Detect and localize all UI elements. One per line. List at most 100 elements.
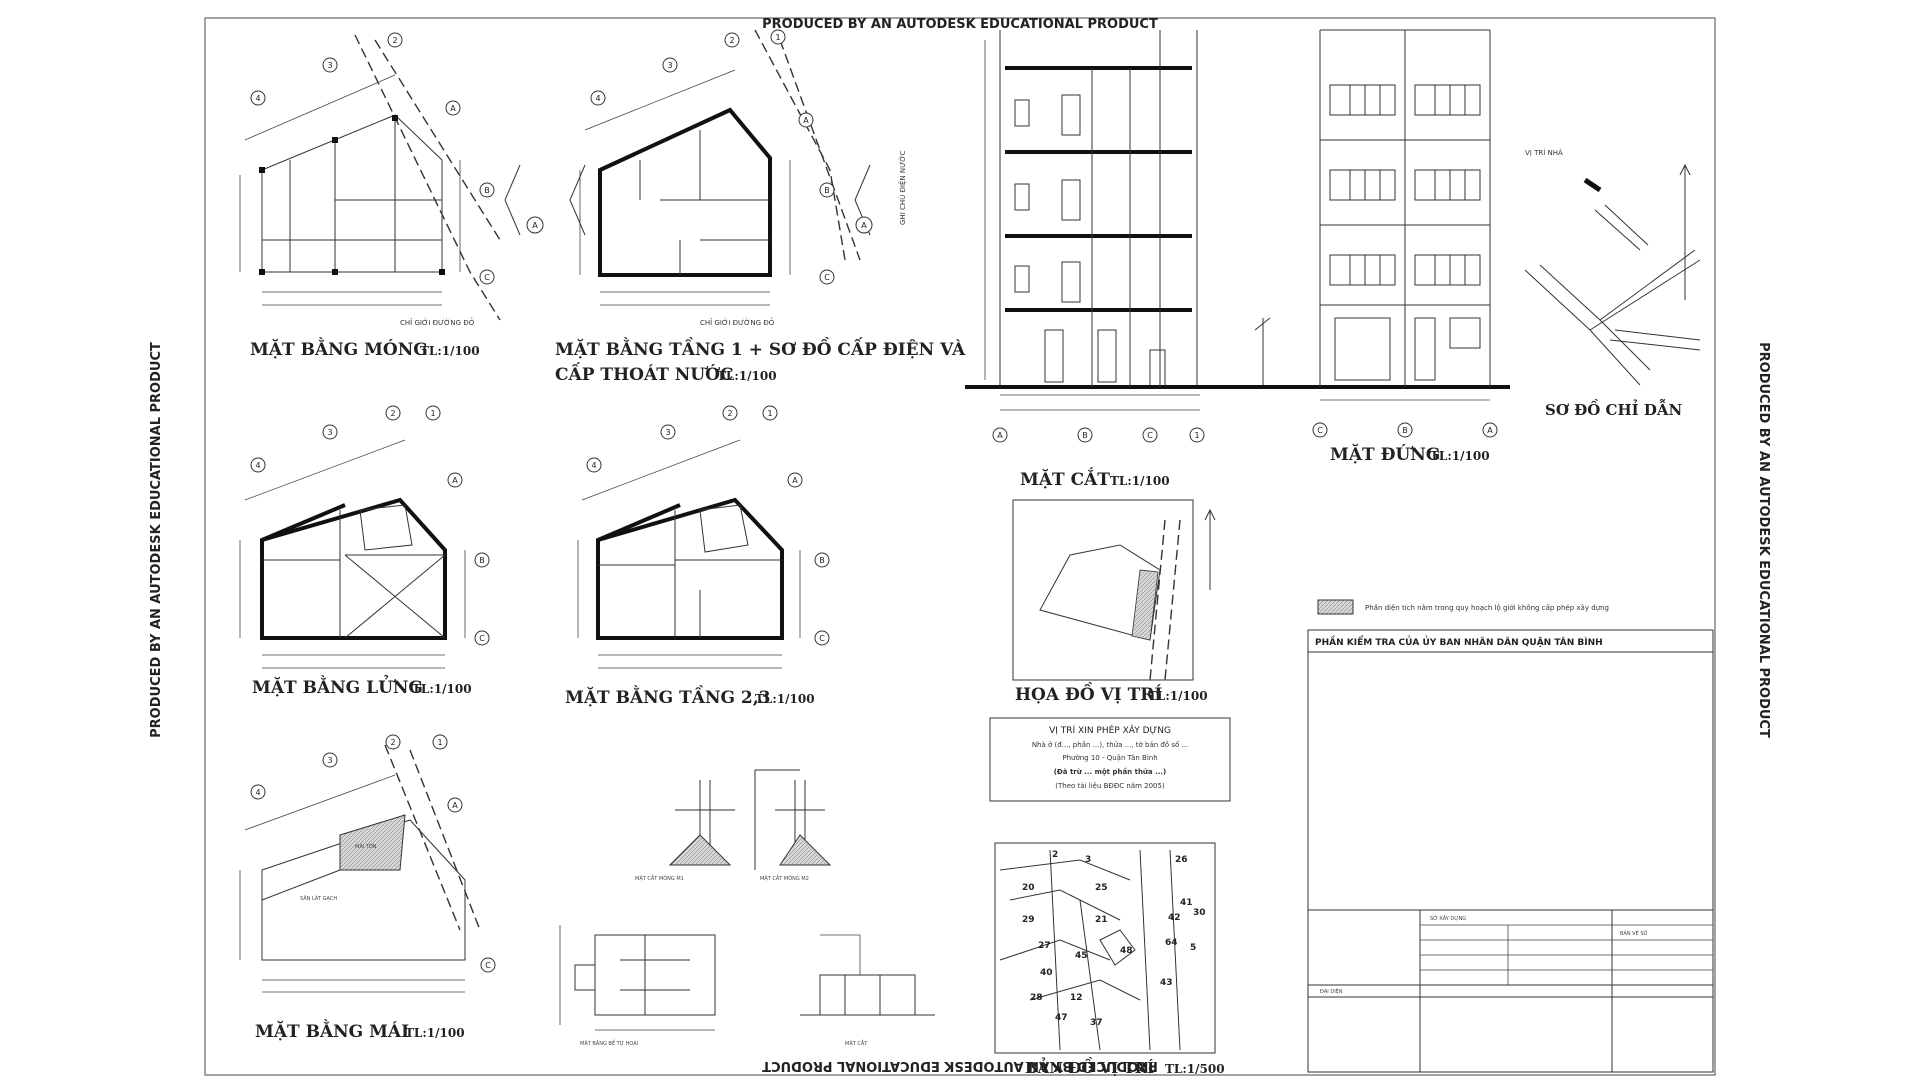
svg-text:A: A xyxy=(452,476,458,485)
svg-text:2: 2 xyxy=(729,36,734,45)
location-map-scale: TL:1/500 xyxy=(1165,1062,1225,1076)
map-lot-number: 26 xyxy=(1175,855,1188,865)
floor1-plan: 4 3 2 1 A B C A CHỈ GIỚI ĐƯỜNG ĐỎ GHI CH… xyxy=(555,29,966,385)
svg-text:B: B xyxy=(1082,431,1088,440)
svg-text:B: B xyxy=(484,186,490,195)
permit-line1: VỊ TRÍ XIN PHÉP XÂY DỰNG xyxy=(1049,724,1171,736)
mezzanine-plan-scale: TL:1/100 xyxy=(412,682,472,696)
svg-text:4: 4 xyxy=(255,461,260,470)
location-map-title: BẢN ĐỒ VỊ TRÍ xyxy=(1025,1057,1154,1077)
map-lot-number: 21 xyxy=(1095,915,1108,925)
floor1-plan-title-line1: MẶT BẰNG TẦNG 1 + SƠ ĐỒ CẤP ĐIỆN VÀ xyxy=(555,337,966,360)
svg-text:MÁI TÔN: MÁI TÔN xyxy=(355,843,377,850)
septic-tank-details: MẶT BẰNG BỂ TỰ HOẠI MẶT CẮT xyxy=(559,925,935,1047)
map-lot-number: 42 xyxy=(1168,913,1181,923)
map-lot-number: 5 xyxy=(1190,943,1196,953)
map-lot-number: 43 xyxy=(1160,978,1173,988)
svg-text:A: A xyxy=(452,801,458,810)
svg-text:2: 2 xyxy=(392,36,397,45)
legend-text: Phần diện tích nằm trong quy hoạch lộ gi… xyxy=(1365,603,1609,612)
roof-plan: 4 3 2 1 A C MÁI TÔN SÂN LÁT GẠCH MẶT BẰN… xyxy=(239,734,496,1042)
elevation-scale: TL:1/100 xyxy=(1430,449,1490,463)
map-lot-number: 45 xyxy=(1075,951,1088,961)
map-lot-number: 40 xyxy=(1040,968,1053,978)
site-location-scale: TL:1/100 xyxy=(1148,689,1208,703)
svg-text:B: B xyxy=(1402,426,1408,435)
svg-text:1: 1 xyxy=(767,409,772,418)
svg-text:4: 4 xyxy=(255,788,260,797)
foundation-plan-scale: TL:1/100 xyxy=(420,344,480,358)
svg-text:2: 2 xyxy=(390,409,395,418)
section-drawing: A B C 1 MẶT CẮT TL:1/100 xyxy=(965,30,1510,490)
permit-line4: (Đã trừ ... một phần thửa ...) xyxy=(1054,768,1167,776)
svg-text:C: C xyxy=(1147,431,1153,440)
map-lot-number: 41 xyxy=(1180,898,1193,908)
map-lot-number: 48 xyxy=(1120,946,1133,956)
svg-text:C: C xyxy=(484,273,490,282)
permit-line5: (Theo tài liệu BĐĐC năm 2005) xyxy=(1055,782,1165,790)
direction-map: VỊ TRÍ NHÀ SƠ ĐỒ CHỈ DẪN xyxy=(1524,148,1701,419)
svg-text:MẶT CẮT MÓNG M2: MẶT CẮT MÓNG M2 xyxy=(760,874,809,882)
svg-text:C: C xyxy=(485,961,491,970)
site-location: HỌA ĐỒ VỊ TRÍ TL:1/100 xyxy=(1012,499,1216,705)
svg-text:3: 3 xyxy=(327,756,332,765)
svg-text:BẢN VẼ SỐ: BẢN VẼ SỐ xyxy=(1620,929,1648,937)
map-lot-number: 37 xyxy=(1090,1018,1103,1028)
svg-text:1: 1 xyxy=(430,409,435,418)
svg-text:1: 1 xyxy=(437,738,442,747)
elevation-title: MẶT ĐỨNG xyxy=(1330,444,1440,465)
permit-box: VỊ TRÍ XIN PHÉP XÂY DỰNG Nhà ở (đ..., ph… xyxy=(989,717,1231,802)
map-lot-number: 2 xyxy=(1052,850,1058,860)
site-location-title: HỌA ĐỒ VỊ TRÍ xyxy=(1015,682,1162,705)
floor23-plan-title: MẶT BẰNG TẦNG 2,3 xyxy=(565,685,771,708)
watermark-bottom: PRODUCED BY AN AUTODESK EDUCATIONAL PROD… xyxy=(762,1058,1158,1073)
floor1-plan-scale: TL:1/100 xyxy=(717,369,777,383)
svg-text:A: A xyxy=(1487,426,1493,435)
svg-text:2: 2 xyxy=(390,738,395,747)
svg-text:4: 4 xyxy=(591,461,596,470)
map-lot-number: 47 xyxy=(1055,1013,1068,1023)
svg-text:4: 4 xyxy=(255,94,260,103)
svg-text:A: A xyxy=(450,104,456,113)
map-lot-number: 12 xyxy=(1070,993,1083,1003)
svg-text:MẶT BẰNG BỂ TỰ HOẠI: MẶT BẰNG BỂ TỰ HOẠI xyxy=(580,1039,638,1047)
svg-text:1: 1 xyxy=(775,33,780,42)
mezzanine-plan: 4 3 2 1 A B C MẶT BẰNG LỬNG TL:1/100 xyxy=(239,405,490,698)
svg-text:A: A xyxy=(532,221,538,230)
svg-text:A: A xyxy=(861,221,867,230)
review-header: PHẦN KIỂM TRA CỦA ỦY BAN NHÂN DÂN QUẬN T… xyxy=(1315,635,1603,648)
svg-text:2: 2 xyxy=(727,409,732,418)
direction-map-title: SƠ ĐỒ CHỈ DẪN xyxy=(1545,398,1683,419)
map-lot-number: 28 xyxy=(1030,993,1043,1003)
svg-text:B: B xyxy=(824,186,830,195)
foundation-details: MẶT CẮT MÓNG M1 MẶT CẮT MÓNG M2 xyxy=(635,769,832,882)
roof-plan-scale: TL:1/100 xyxy=(405,1026,465,1040)
mezzanine-plan-title: MẶT BẰNG LỬNG xyxy=(252,675,423,698)
svg-text:B: B xyxy=(819,556,825,565)
svg-text:A: A xyxy=(997,431,1003,440)
svg-text:C: C xyxy=(824,273,830,282)
svg-text:3: 3 xyxy=(667,61,672,70)
svg-text:C: C xyxy=(1317,426,1323,435)
permit-line2: Nhà ở (đ..., phần ...), thửa ..., tờ bản… xyxy=(1032,741,1188,749)
roof-plan-title: MẶT BẰNG MÁI xyxy=(255,1019,409,1042)
svg-text:3: 3 xyxy=(327,428,332,437)
watermark-top: PRODUCED BY AN AUTODESK EDUCATIONAL PROD… xyxy=(762,17,1158,32)
svg-text:ĐẠI DIỆN: ĐẠI DIỆN xyxy=(1320,987,1343,995)
floor23-plan: 4 3 2 1 A B C MẶT BẰNG TẦNG 2,3 TL:1/100 xyxy=(565,405,830,708)
svg-text:CHỈ GIỚI ĐƯỜNG ĐỎ: CHỈ GIỚI ĐƯỜNG ĐỎ xyxy=(700,317,775,327)
svg-text:B: B xyxy=(479,556,485,565)
map-lot-number: 27 xyxy=(1038,941,1051,951)
map-lot-number: 20 xyxy=(1022,883,1035,893)
watermark-right: PRODUCED BY AN AUTODESK EDUCATIONAL PROD… xyxy=(1756,342,1771,738)
permit-line3: Phường 10 - Quận Tân Bình xyxy=(1062,754,1157,762)
svg-text:VỊ TRÍ NHÀ: VỊ TRÍ NHÀ xyxy=(1525,148,1563,157)
svg-text:C: C xyxy=(479,634,485,643)
svg-text:SỞ XÂY DỰNG: SỞ XÂY DỰNG xyxy=(1430,914,1466,922)
foundation-plan: 4 3 2 A B C A CHỈ GIỚI ĐƯỜNG ĐỎ MẶT BẰNG… xyxy=(239,32,544,360)
svg-text:C: C xyxy=(819,634,825,643)
svg-text:4: 4 xyxy=(595,94,600,103)
map-lot-number: 30 xyxy=(1193,908,1206,918)
